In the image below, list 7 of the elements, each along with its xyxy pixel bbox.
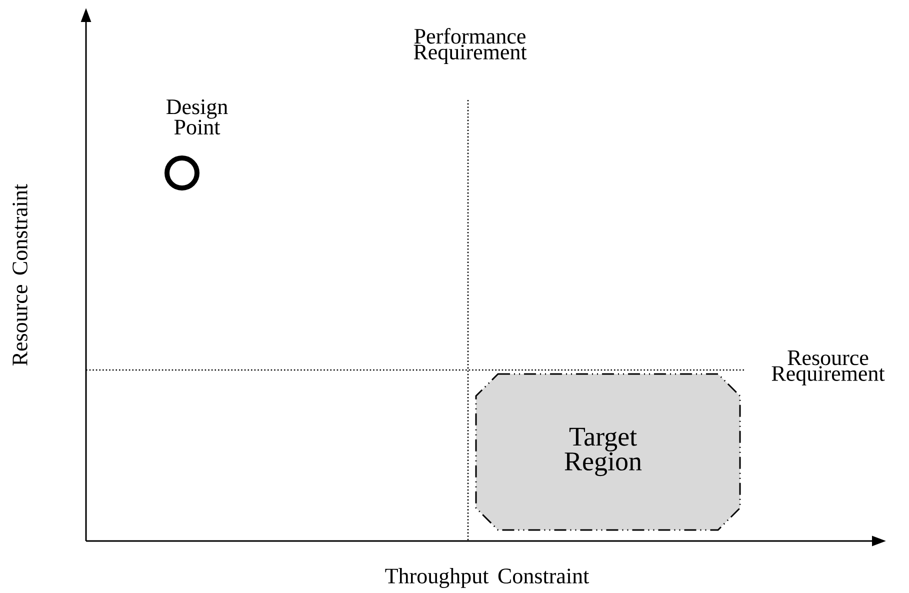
axis-label: Resource Constraint [12, 184, 28, 366]
design-point-marker [164, 155, 200, 190]
requirement-label: Resource Requirement [772, 350, 885, 386]
axis-label: Throughput Constraint [385, 568, 590, 588]
target-region: Target Region [475, 373, 741, 531]
point-label: Design Point [166, 99, 228, 135]
requirement-label: Performance Requirement [414, 28, 527, 64]
